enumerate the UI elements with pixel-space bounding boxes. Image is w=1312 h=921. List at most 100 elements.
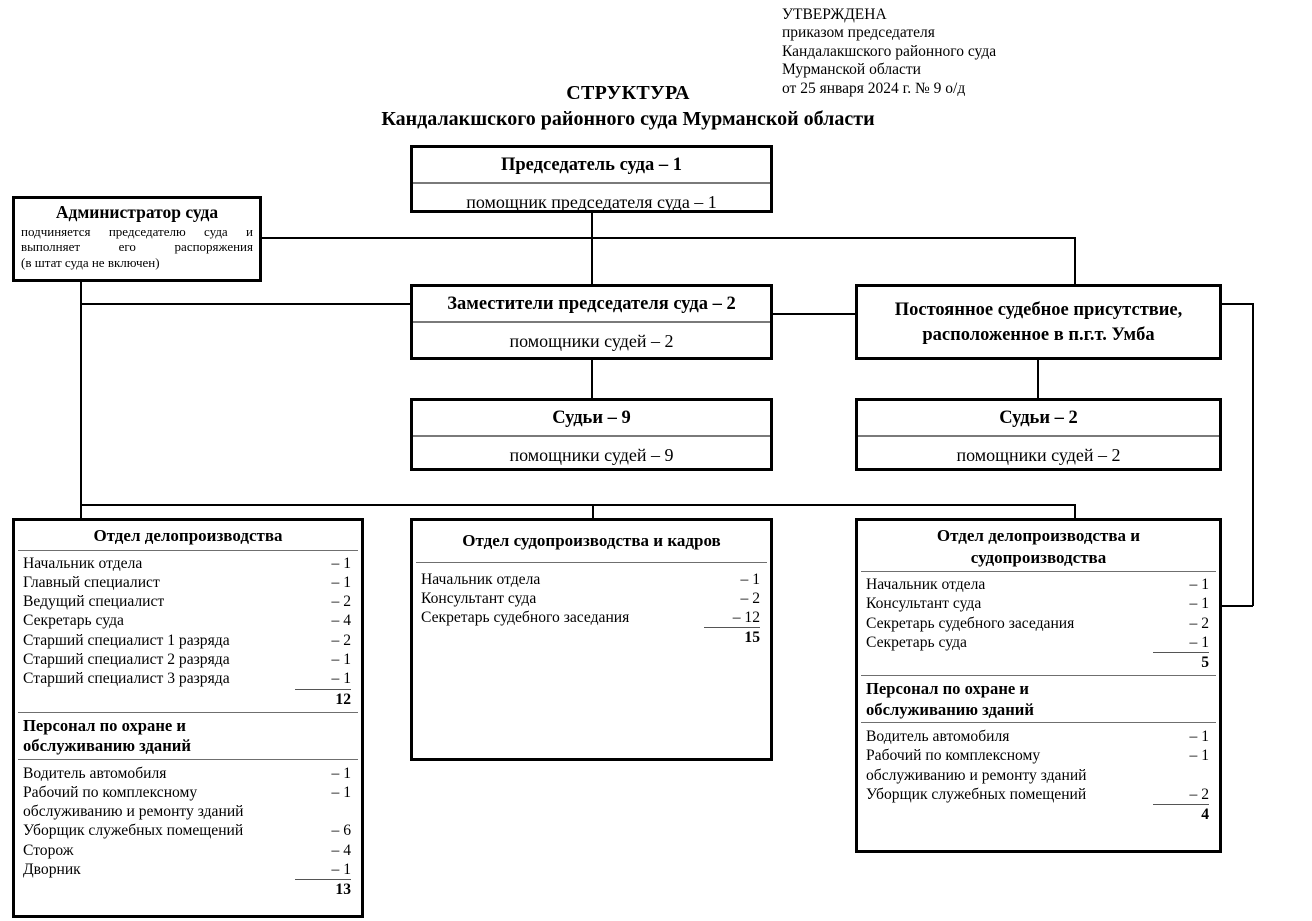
staff-row: Уборщик служебных помещений – 6	[23, 821, 351, 840]
staff-count: – 2	[1189, 786, 1210, 804]
divider	[861, 571, 1216, 572]
connector-deputy-to-judges	[591, 360, 593, 399]
staff-row: Рабочий по комплексному– 1	[866, 746, 1209, 765]
connector-right-dept-drop	[1074, 504, 1076, 520]
connector-bottom-bus	[80, 504, 1076, 506]
staff-label: Уборщик служебных помещений	[23, 822, 244, 840]
divider	[413, 435, 770, 437]
staff-label: Начальник отдела	[421, 570, 541, 588]
deputy-sub: помощники судей – 2	[509, 331, 674, 351]
staff-count: – 1	[1189, 728, 1210, 746]
judges-umba-head: Судьи – 2	[999, 408, 1078, 428]
dep-right-rows2: Водитель автомобиля – 1 Рабочий по компле…	[858, 724, 1219, 826]
staff-label: Старший специалист 1 разряда	[23, 631, 230, 649]
staff-row: Водитель автомобиля – 1	[866, 727, 1209, 746]
staff-label: обслуживанию и ремонту зданий	[23, 803, 244, 821]
title-line-2: Кандалакшского районного суда Мурманской…	[381, 108, 875, 130]
connector-chairman-stem	[591, 213, 593, 284]
dep-mid-title: Отдел судопроизводства и кадров	[462, 531, 721, 550]
subhead-line-2: обслуживанию зданий	[866, 699, 1034, 719]
admin-note-line-1: подчиняется председателю суда и	[21, 224, 253, 239]
approval-line-4: Мурманской области	[782, 61, 921, 79]
judges-umba-sub: помощники судей – 2	[956, 445, 1121, 465]
staff-label: Сторож	[23, 841, 74, 859]
connector-top-bus	[262, 237, 1076, 239]
judges-main-sub: помощники судей – 9	[509, 445, 674, 465]
dep-mid-total: 15	[704, 627, 760, 647]
staff-label: Старший специалист 2 разряда	[23, 650, 230, 668]
staff-row: Уборщик служебных помещений – 2	[866, 785, 1209, 804]
connector-presence-to-judges	[1037, 360, 1039, 399]
staff-label: Водитель автомобиля	[23, 764, 167, 782]
staff-row: Начальник отдела– 1	[23, 554, 351, 573]
staff-count: – 1	[331, 670, 352, 688]
staff-row: Ведущий специалист– 2	[23, 592, 351, 611]
staff-row: Секретарь суда – 1	[866, 633, 1209, 652]
divider	[416, 561, 767, 563]
connector-admin-to-deputy	[80, 303, 412, 305]
box-deputy-chairmen[interactable]: Заместители председателя суда – 2 помощн…	[410, 284, 773, 360]
dep-left-rows: Начальник отдела– 1 Главный специалист– …	[15, 551, 361, 711]
staff-count: – 1	[740, 570, 761, 588]
chairman-sub: помощник председателя суда – 1	[466, 192, 717, 212]
staff-label: Начальник отдела	[23, 554, 143, 572]
dep-left-subhead: Персонал по охране и обслуживанию зданий	[15, 714, 361, 758]
box-chairman[interactable]: Председатель суда – 1 помощник председат…	[410, 145, 773, 213]
staff-count: – 2	[331, 631, 352, 649]
box-department-records-proceedings[interactable]: Отдел делопроизводства и судопроизводств…	[855, 518, 1222, 853]
staff-label: Уборщик служебных помещений	[866, 786, 1087, 804]
box-judges-umba[interactable]: Судьи – 2 помощники судей – 2	[855, 398, 1222, 471]
staff-count: – 2	[740, 589, 761, 607]
divider	[18, 758, 358, 760]
dep-left-total: 12	[295, 688, 351, 709]
box-department-records[interactable]: Отдел делопроизводства Начальник отдела–…	[12, 518, 364, 918]
approval-line-5: от 25 января 2024 г. № 9 о/д	[782, 79, 966, 97]
staff-label: Главный специалист	[23, 573, 160, 591]
staff-row: Старший специалист 1 разряда – 2	[23, 631, 351, 650]
staff-row: Секретарь суда– 4	[23, 611, 351, 630]
connector-presence-loop-side	[1252, 303, 1254, 606]
staff-count: – 1	[331, 573, 352, 591]
dep-right-rows: Начальник отдела– 1 Консультант суда– 1 …	[858, 572, 1219, 674]
staff-count: – 12	[732, 609, 760, 627]
box-judges-main[interactable]: Судьи – 9 помощники судей – 9	[410, 398, 773, 471]
staff-label: Дворник	[23, 861, 81, 879]
staff-label: Старший специалист 3 разряда	[23, 670, 230, 688]
approval-line-2: приказом председателя	[782, 24, 935, 42]
dep-right-total2: 4	[1153, 804, 1209, 824]
staff-count: – 2	[331, 593, 352, 611]
staff-label: Консультант суда	[421, 589, 537, 607]
staff-label: Секретарь судебного заседания	[866, 614, 1075, 632]
staff-row-continuation: обслуживанию и ремонту зданий	[866, 766, 1209, 785]
staff-label: обслуживанию и ремонту зданий	[866, 766, 1087, 784]
staff-label: Секретарь судебного заседания	[421, 609, 630, 627]
admin-title: Администратор суда	[55, 202, 219, 222]
staff-row: Сторож– 4	[23, 841, 351, 860]
staff-row: Начальник отдела – 1	[421, 570, 760, 589]
box-department-proceedings-hr[interactable]: Отдел судопроизводства и кадров Начальни…	[410, 518, 773, 761]
staff-row: Дворник– 1	[23, 860, 351, 879]
staff-label: Водитель автомобиля	[866, 728, 1010, 746]
presence-line-2: расположенное в п.г.т. Умба	[922, 325, 1155, 345]
staff-count: – 4	[331, 612, 352, 630]
connector-mid-dept-drop	[592, 504, 594, 520]
staff-row: Начальник отдела– 1	[866, 575, 1209, 594]
connector-deputy-to-presence	[771, 313, 857, 315]
staff-label: Рабочий по комплексному	[23, 783, 198, 801]
box-court-administrator[interactable]: Администратор суда подчиняется председат…	[12, 196, 262, 282]
chairman-head: Председатель суда – 1	[500, 155, 683, 175]
staff-label: Рабочий по комплексному	[866, 747, 1041, 765]
divider	[18, 711, 358, 713]
admin-note-line-2: выполняет его распоряжения	[21, 239, 253, 255]
connector-presence-loop-top	[1221, 303, 1253, 305]
staff-count: – 1	[331, 783, 352, 801]
divider	[413, 321, 770, 323]
staff-count: – 1	[1189, 633, 1210, 651]
box-permanent-judicial-presence[interactable]: Постоянное судебное присутствие, располо…	[855, 284, 1222, 360]
staff-count: – 6	[331, 822, 352, 840]
approval-line-1: УТВЕРЖДЕНА	[782, 6, 887, 23]
staff-label: Секретарь суда	[866, 633, 967, 651]
connector-admin-spine	[80, 282, 82, 520]
dep-right-total: 5	[1153, 652, 1209, 672]
